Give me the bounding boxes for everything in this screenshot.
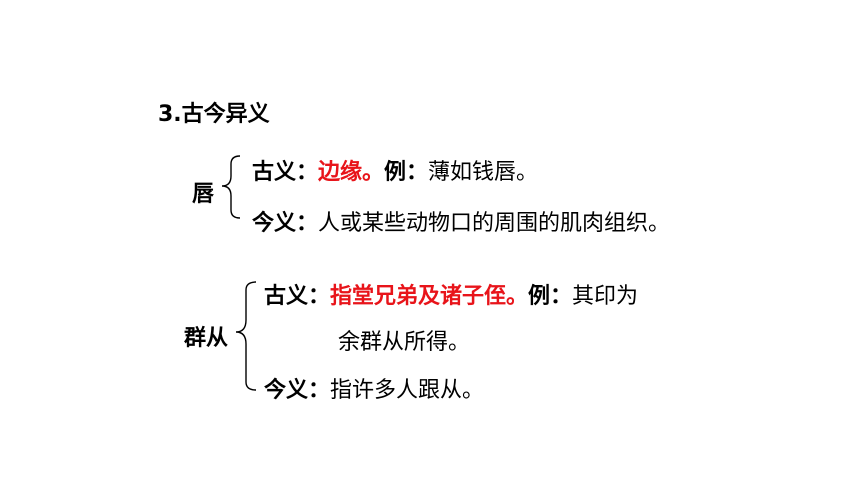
ancient-example-line1: 其印为 bbox=[572, 284, 639, 309]
ancient-label: 古义： bbox=[264, 284, 331, 309]
ancient-example: 薄如钱唇。 bbox=[428, 160, 539, 185]
entry-word-qun-cong: 群从 bbox=[184, 326, 229, 351]
modern-label: 今义： bbox=[252, 211, 319, 236]
modern-meaning: 人或某些动物口的周围的肌肉组织。 bbox=[318, 211, 671, 236]
example-label: 例： bbox=[384, 160, 429, 185]
section-title: 3.古今异义 bbox=[158, 102, 270, 127]
entry-word-chun: 唇 bbox=[192, 182, 215, 207]
entry-1-modern-line: 今义：人或某些动物口的周围的肌肉组织。 bbox=[252, 205, 670, 237]
entry-2-modern-line: 今义：指许多人跟从。 bbox=[264, 372, 484, 404]
ancient-label: 古义： bbox=[252, 160, 319, 185]
entry-2-ancient-line: 古义：指堂兄弟及诸子侄。例：其印为 bbox=[264, 278, 638, 310]
entry-1-ancient-line: 古义：边缘。例：薄如钱唇。 bbox=[252, 154, 538, 186]
brace-1 bbox=[221, 155, 241, 219]
ancient-meaning: 边缘。 bbox=[318, 160, 385, 185]
entry-2-ancient-example-continued: 余群从所得。 bbox=[338, 330, 471, 355]
example-label: 例： bbox=[528, 284, 573, 309]
modern-meaning: 指许多人跟从。 bbox=[330, 378, 485, 403]
brace-2 bbox=[235, 281, 257, 391]
modern-label: 今义： bbox=[264, 378, 331, 403]
ancient-meaning: 指堂兄弟及诸子侄。 bbox=[330, 284, 529, 309]
